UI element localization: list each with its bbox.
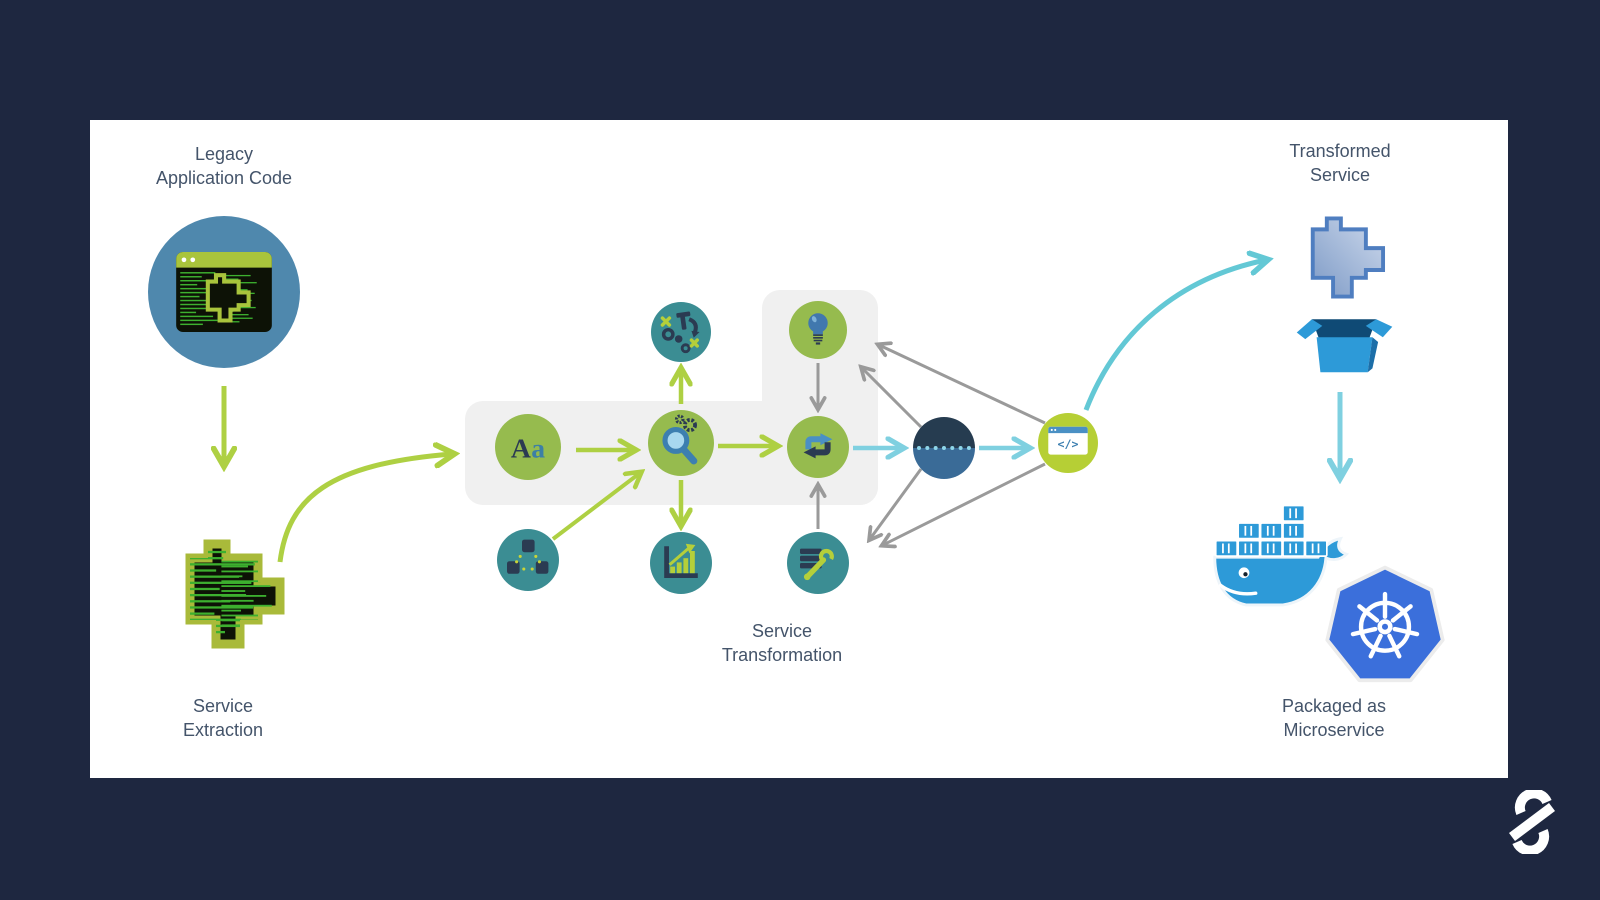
code-glyph: </> <box>1058 437 1079 451</box>
idea-node <box>789 301 847 359</box>
legacy-application-code-label: Legacy Application Code <box>155 144 293 188</box>
looping-arrows-icon <box>803 433 833 459</box>
legacy-application-node <box>148 216 300 368</box>
arrow-split-to-idea <box>862 368 923 429</box>
split-node <box>913 417 975 479</box>
refactor-node <box>787 416 849 478</box>
terminal-window-icon <box>176 251 272 333</box>
strategy-node <box>651 302 711 362</box>
code-window-icon: </> <box>1048 426 1088 455</box>
metrics-node <box>650 532 712 594</box>
arrow-extraction-to-analysis <box>277 454 452 563</box>
lightbulb-icon <box>808 313 828 345</box>
letter-A: A <box>511 433 531 464</box>
magnifier-gears-icon <box>662 414 698 465</box>
arrow-modules-to-search <box>551 473 640 541</box>
strategy-playbook-icon <box>660 311 700 354</box>
open-box-icon <box>1296 319 1393 373</box>
service-extraction-label: Service Extraction <box>182 696 264 740</box>
kubernetes-icon <box>1325 565 1445 683</box>
linked-modules-icon <box>507 539 549 574</box>
text-analysis-node: A a <box>495 414 561 480</box>
extracted-service-icon <box>185 539 285 649</box>
letter-a: a <box>531 433 545 464</box>
service-transformation-label: Service Transformation <box>721 621 843 665</box>
diagram-panel: Legacy Application Code Service Extracti… <box>90 120 1508 778</box>
arrow-code-to-idea <box>879 345 1046 425</box>
bar-chart-icon <box>664 543 698 578</box>
arrow-code-to-tools <box>883 462 1046 545</box>
arrow-code-to-transformed <box>1083 260 1266 411</box>
flow-arrows <box>90 120 1508 563</box>
transformed-puzzle-icon <box>1310 216 1386 299</box>
generated-code-node: </> <box>1038 413 1098 473</box>
transformed-service-label: Transformed Service <box>1289 141 1391 185</box>
modules-node <box>497 529 559 591</box>
code-search-node <box>648 410 714 476</box>
arrow-split-to-tools <box>870 468 923 539</box>
aa-letters-icon: A a <box>511 433 545 464</box>
dotted-split-line <box>916 446 972 450</box>
packaged-as-microservice-label: Packaged as Microservice <box>1281 696 1387 740</box>
docker-whale-icon <box>1213 504 1350 607</box>
brand-s-logo-icon <box>1509 790 1555 854</box>
config-tools-node <box>787 532 849 594</box>
server-wrench-icon <box>800 548 834 581</box>
